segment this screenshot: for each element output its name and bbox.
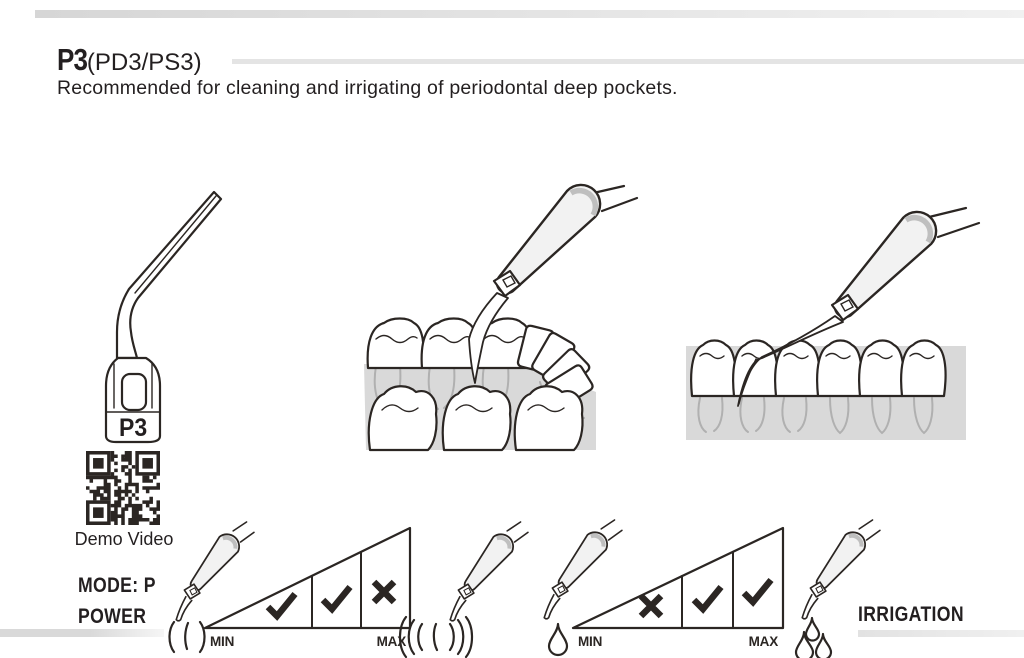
irrigation-scale-diagram: MIN MAX — [512, 520, 892, 658]
teeth-row — [690, 339, 947, 398]
power-label: POWER — [78, 605, 147, 628]
front-teeth-fan — [516, 324, 594, 410]
power-cell-2-mark — [320, 584, 353, 614]
qr-caption: Demo Video — [74, 529, 174, 549]
power-underline-bar — [0, 629, 164, 637]
lower-molars — [367, 385, 584, 452]
irrigation-cell-1-mark — [638, 593, 664, 619]
scaler-tip-illustration: P3 — [104, 190, 223, 444]
tip-facet — [120, 372, 148, 412]
product-variants: (PD3/PS3) — [86, 49, 202, 76]
tip-label: P3 — [119, 414, 147, 442]
handpiece-icon — [544, 520, 622, 619]
mode-label: MODE: P — [78, 574, 156, 597]
product-description: Recommended for cleaning and irrigating … — [57, 77, 678, 99]
vibration-min-icon — [168, 620, 206, 654]
top-accent-bar — [35, 10, 1024, 18]
water-drop-min-icon — [547, 622, 569, 657]
handpiece — [468, 183, 639, 384]
usage-illustration-front — [686, 206, 981, 440]
page-title: P3(PD3/PS3) — [57, 42, 202, 78]
irrigation-cell-2-mark — [691, 584, 724, 614]
power-min-label: MIN — [210, 634, 234, 649]
scaler-tip — [737, 315, 844, 407]
handpiece — [737, 206, 981, 407]
water-drops-max-icon — [794, 616, 833, 658]
qr-code — [86, 451, 160, 525]
handpiece-icon — [802, 520, 880, 619]
irrigation-min-label: MIN — [578, 634, 602, 649]
scaler-tip — [468, 292, 509, 384]
irrigation-underline-bar — [858, 630, 1024, 637]
power-cell-1-mark — [265, 591, 298, 621]
handpiece-icon — [176, 522, 254, 621]
tooth-roots — [697, 397, 934, 435]
power-cell-3-mark — [371, 579, 397, 605]
power-scale-diagram: MIN MAX — [168, 520, 540, 658]
irrigation-cell-3-mark — [741, 577, 774, 607]
vibration-max-icon — [398, 615, 474, 658]
usage-illustration-arch — [364, 183, 639, 452]
product-name: P3 — [57, 42, 88, 77]
title-underline — [232, 59, 1024, 64]
irrigation-max-label: MAX — [749, 634, 779, 649]
irrigation-label: IRRIGATION — [858, 603, 964, 626]
power-triangle — [203, 526, 412, 630]
irrigation-triangle — [571, 526, 785, 630]
tip-probe — [115, 190, 223, 360]
upper-molars — [366, 317, 533, 370]
